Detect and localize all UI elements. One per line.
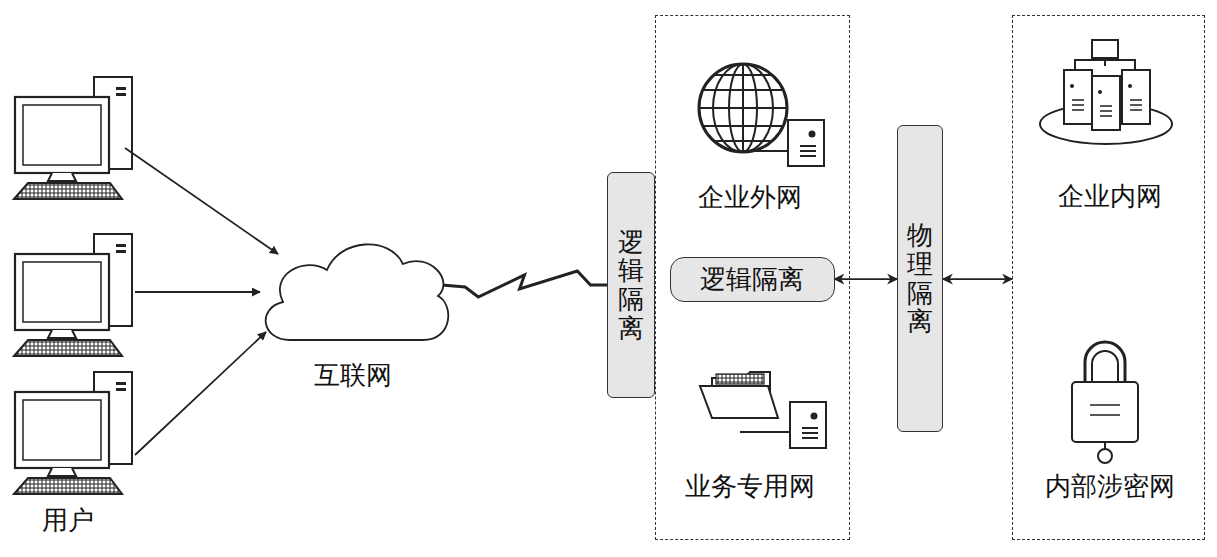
node-text: 企业内网 [1058,181,1162,212]
network-node: 内部涉密网 [1020,335,1200,507]
isolation-box: 物理隔离 [897,125,943,432]
node-text: 逻辑隔离 [700,264,804,295]
node-text: 物理隔离 [907,221,933,335]
network-node: 企业外网 [670,60,830,218]
server-icon [788,120,824,166]
folder-icon [700,372,778,418]
server-icon [740,402,826,448]
server-rack-icon [1040,40,1172,144]
network-node: 企业内网 [1030,35,1190,217]
caption-label: 用户 [42,503,94,538]
node-text: 业务专用网 [685,471,815,502]
network-node: 业务专用网 [670,355,830,507]
cloud-shape [255,232,450,350]
user-link [125,148,278,455]
padlock-icon [1072,342,1138,463]
lightning-link [442,271,607,297]
globe-icon [699,64,788,152]
isolation-box: 逻辑隔离 [607,172,655,398]
user-computer [14,77,132,199]
user-computer [14,372,132,494]
node-text: 企业外网 [698,182,802,213]
isolation-box: 逻辑隔离 [670,257,835,302]
node-text: 内部涉密网 [1045,471,1175,502]
double-arrow [943,278,1012,280]
cloud-node: 互联网 [255,232,450,350]
double-arrow [835,278,898,280]
node-text: 互联网 [314,360,392,391]
network-region: 企业内网内部涉密网 [1012,15,1205,540]
network-region: 企业外网逻辑隔离业务专用网 [655,15,850,540]
node-text: 逻辑隔离 [618,228,644,342]
user-computer [14,234,132,356]
